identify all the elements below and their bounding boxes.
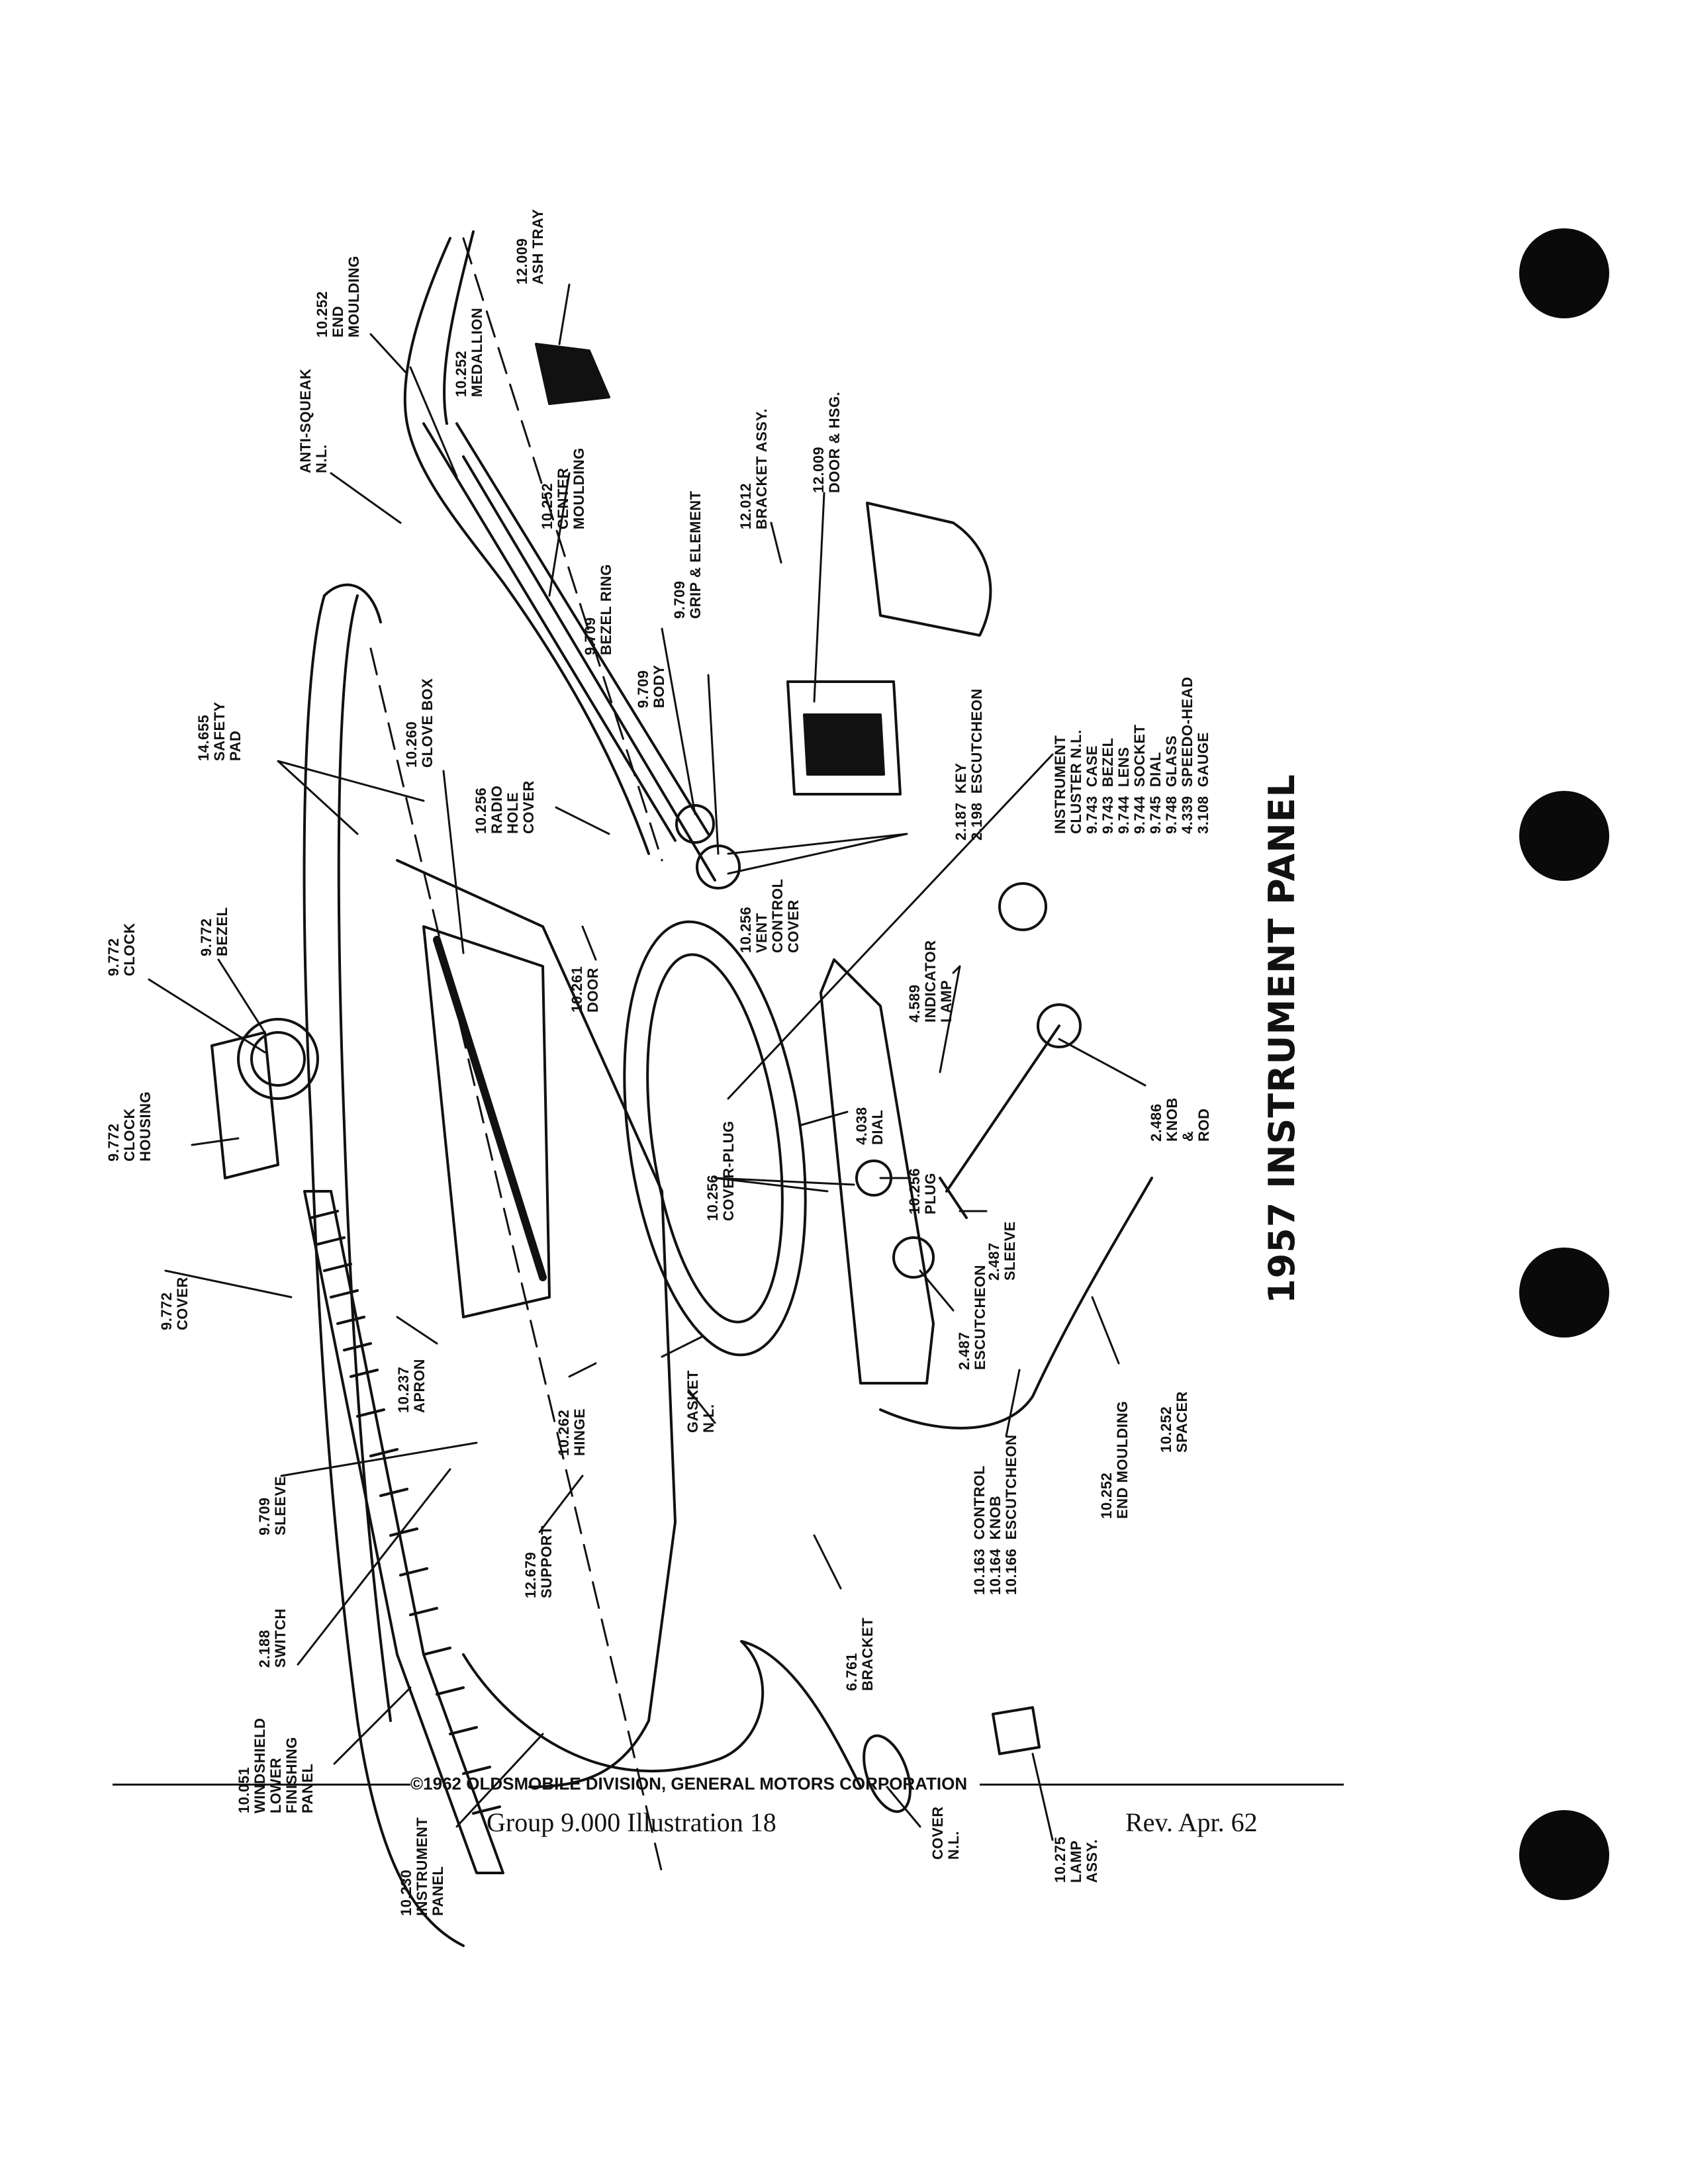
label-instrument-cluster: INSTRUMENT CLUSTER N.L. 9.743 CASE 9.743… [1052, 676, 1211, 834]
instrument-cluster [623, 920, 807, 1357]
label-control-knob-escutcheon: 10.163 CONTROL 10.164 KNOB 10.166 ESCUTC… [971, 1434, 1019, 1595]
ash-tray [535, 343, 610, 405]
group-illustration: Group 9.000 Illustration 18 [487, 1807, 776, 1837]
label-switch: 2.188 SWITCH [256, 1608, 289, 1668]
glove-box-door [422, 925, 551, 1318]
label-plug: 10.256 PLUG [906, 1167, 939, 1214]
label-radio-hole-cover: 10.256 RADIO HOLE COVER [473, 780, 537, 834]
label-clock: 9.772 CLOCK [105, 923, 138, 976]
label-door-hsg: 12.009 DOOR & HSG. [810, 391, 843, 493]
footer-rule-right [980, 1784, 1344, 1786]
instrument-panel-curve [462, 1640, 862, 1788]
label-end-moulding-bottom: 10.252 END MOULDING [1098, 1400, 1131, 1519]
knob-rod-end [1037, 1003, 1082, 1048]
label-cover-nl: COVER N.L. [929, 1806, 962, 1860]
page-title: 1957 INSTRUMENT PANEL [1261, 774, 1303, 1304]
label-end-moulding-top: 10.252 END MOULDING [314, 255, 362, 338]
label-grip-element: 9.709 GRIP & ELEMENT [671, 490, 704, 619]
door-housing-fill [803, 713, 885, 776]
dashed-centerline [369, 647, 663, 1874]
copyright-notice: ©1962 OLDSMOBILE DIVISION, GENERAL MOTOR… [410, 1774, 968, 1794]
label-clock-housing: 9.772 CLOCK HOUSING [105, 1091, 154, 1161]
lower-panel [396, 859, 677, 1788]
label-sleeve-9709: 9.709 SLEEVE [256, 1476, 289, 1535]
label-key-escutcheon: 2.187 KEY 2.198 ESCUTCHEON [953, 688, 985, 841]
windshield-panel [303, 1190, 504, 1874]
label-ash-tray: 12.009 ASH TRAY [514, 208, 546, 285]
label-lamp-assy: 10.275 LAMP ASSY. [1052, 1836, 1100, 1883]
knob-rod [945, 1024, 1060, 1193]
lamp-lens [863, 1734, 912, 1813]
dashed-centerline-2 [462, 237, 663, 862]
label-spacer: 10.252 SPACER [1158, 1390, 1190, 1453]
clock-bezel [237, 1018, 319, 1100]
label-cover-9772: 9.772 COVER [158, 1277, 191, 1330]
label-knob-rod: 2.486 KNOB & ROD [1148, 1097, 1212, 1142]
glove-box-bar [433, 936, 547, 1281]
binder-hole-1 [1519, 228, 1609, 318]
label-vent-control-cover: 10.256 VENT CONTROL COVER [737, 878, 802, 953]
binder-hole-2 [1519, 791, 1609, 881]
end-moulding-lower [443, 230, 475, 425]
label-bezel-ring: 9.709 BEZEL RING [582, 564, 614, 655]
label-gasket: GASKET N.L. [684, 1370, 717, 1433]
label-escutcheon-2487: 2.487 ESCUTCHEON [956, 1264, 988, 1370]
label-indicator-lamp: 4.589 INDICATOR LAMP [906, 940, 955, 1023]
bracket-assy-shape [866, 502, 992, 637]
lamp-bracket [992, 1706, 1041, 1755]
label-apron: 10.237 APRON [395, 1359, 428, 1413]
binder-hole-3 [1519, 1248, 1609, 1338]
clock-housing [211, 1031, 279, 1179]
leader-lines [148, 283, 1147, 1841]
clock-face [250, 1031, 306, 1087]
label-hinge: 10.262 HINGE [555, 1408, 588, 1456]
label-bezel: 9.772 BEZEL [198, 907, 230, 956]
control-housing [820, 958, 935, 1385]
label-support: 12.679 SUPPORT [522, 1525, 555, 1598]
label-glove-box: 10.260 GLOVE BOX [403, 678, 436, 768]
label-center-moulding: 10.252 CENTER MOULDING [539, 447, 587, 529]
escutcheon-2487 [892, 1236, 935, 1279]
windshield-ribs [310, 1210, 501, 1815]
end-moulding-upper [403, 237, 650, 855]
label-windshield-panel: 10.051 WINDSHIELD LOWER FINISHING PANEL [236, 1717, 316, 1813]
safety-pad-top [323, 583, 382, 623]
footer-rule-left [113, 1784, 410, 1786]
label-medallion: 10.252 MEDALLION [453, 307, 485, 397]
label-bracket: 6.761 BRACKET [843, 1617, 876, 1691]
label-anti-squeak: ANTI-SQUEAK N.L. [297, 368, 330, 473]
label-instrument-panel: 10.230 INSTRUMENT PANEL [398, 1817, 446, 1916]
label-dial: 4.038 DIAL [853, 1107, 886, 1145]
label-bracket-assy: 12.012 BRACKET ASSY. [737, 408, 770, 529]
label-safety-pad: 14.655 SAFETY PAD [195, 702, 244, 761]
instrument-cluster-inner [646, 953, 784, 1324]
label-door-10261: 10.261 DOOR [569, 966, 601, 1013]
label-body: 9.709 BODY [635, 664, 667, 708]
binder-hole-4 [1519, 1810, 1609, 1900]
label-cover-plug: 10.256 COVER-PLUG [704, 1120, 737, 1221]
bezel-ring [675, 804, 715, 844]
revision-date: Rev. Apr. 62 [1125, 1807, 1258, 1837]
label-sleeve-2487: 2.487 SLEEVE [986, 1221, 1018, 1281]
safety-pad-inner [337, 594, 392, 1722]
safety-pad-outline [303, 594, 465, 1947]
end-moulding-bottom [879, 1177, 1153, 1430]
door-housing [786, 680, 902, 796]
knob-escutcheon-top [998, 882, 1047, 931]
